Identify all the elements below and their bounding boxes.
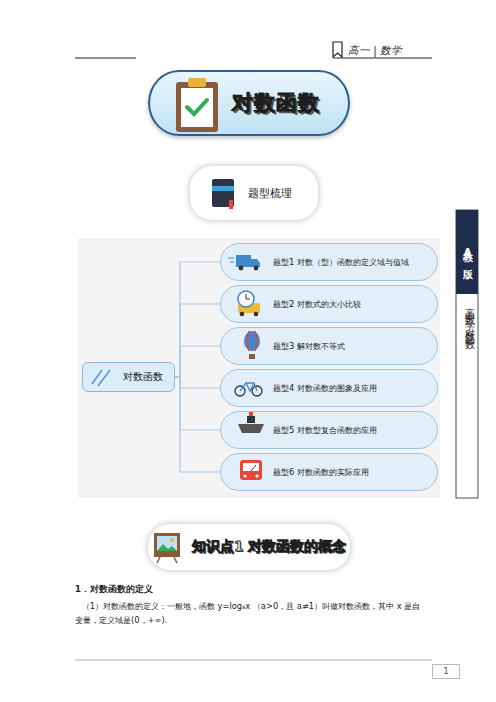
topic-box: 题型4 对数函数的图象及应用 bbox=[220, 369, 438, 407]
topic-box: 题型6 对数函数的实际应用 bbox=[220, 453, 438, 491]
node-text: 人教A版 bbox=[460, 241, 474, 264]
knowledge-banner: 知识点1 对数函数的概念 bbox=[148, 524, 350, 570]
node-text: 题型6 对数函数的实际应用 bbox=[273, 467, 369, 478]
center-topic: 对数函数 bbox=[82, 362, 175, 392]
node-text: 对数函数 bbox=[123, 370, 163, 384]
topic-box: 题型2 对数式的大小比较 bbox=[220, 285, 438, 323]
footer-rule bbox=[75, 660, 432, 661]
topic-box: 题型5 对数型复合函数的应用 bbox=[220, 411, 438, 449]
branch-line bbox=[175, 377, 220, 472]
header-text: 高一 | 数学 bbox=[348, 44, 438, 58]
node-text: 题型3 解对数不等式 bbox=[273, 341, 345, 352]
side-tab: 人教A版 bbox=[456, 210, 478, 294]
title-banner: 对数函数 bbox=[148, 70, 350, 136]
topic-box: 题型1 对数（型）函数的定义域与值域 bbox=[220, 243, 438, 281]
node-text: 题型2 对数式的大小比较 bbox=[273, 299, 361, 310]
node-text: 知识点1 对数函数的概念 bbox=[192, 538, 346, 556]
body-paragraph: （1）对数函数的定义：一般地，函数 y=logₐx （a>0，且 a≠1）叫做对… bbox=[75, 599, 427, 627]
topic-box: 题型3 解对数不等式 bbox=[220, 327, 438, 365]
branch-line bbox=[175, 262, 220, 377]
header-rule bbox=[75, 58, 136, 59]
branch-line bbox=[175, 304, 220, 377]
header-rule bbox=[333, 58, 432, 59]
branch-line bbox=[175, 377, 220, 388]
branch-line bbox=[175, 346, 220, 377]
node-text: 题型1 对数（型）函数的定义域与值域 bbox=[273, 257, 409, 268]
node-text: 题型4 对数函数的图象及应用 bbox=[273, 383, 377, 394]
bookmark-icon bbox=[333, 42, 342, 57]
node-text: 题型梳理 bbox=[248, 186, 292, 201]
node-text: 1 bbox=[443, 667, 448, 676]
section-heading: 1．对数函数的定义 bbox=[75, 584, 275, 596]
branch-line bbox=[175, 377, 220, 430]
section-cloud: 题型梳理 bbox=[190, 166, 318, 220]
side-tab-frame bbox=[456, 210, 478, 498]
node-text: 对数函数 bbox=[232, 89, 320, 117]
node-text: 题型5 对数型复合函数的应用 bbox=[273, 425, 377, 436]
side-vertical-text: 高中数学（对数函数） bbox=[458, 300, 476, 496]
mindmap-background bbox=[78, 238, 440, 498]
page-number-box: 1 bbox=[432, 664, 460, 679]
